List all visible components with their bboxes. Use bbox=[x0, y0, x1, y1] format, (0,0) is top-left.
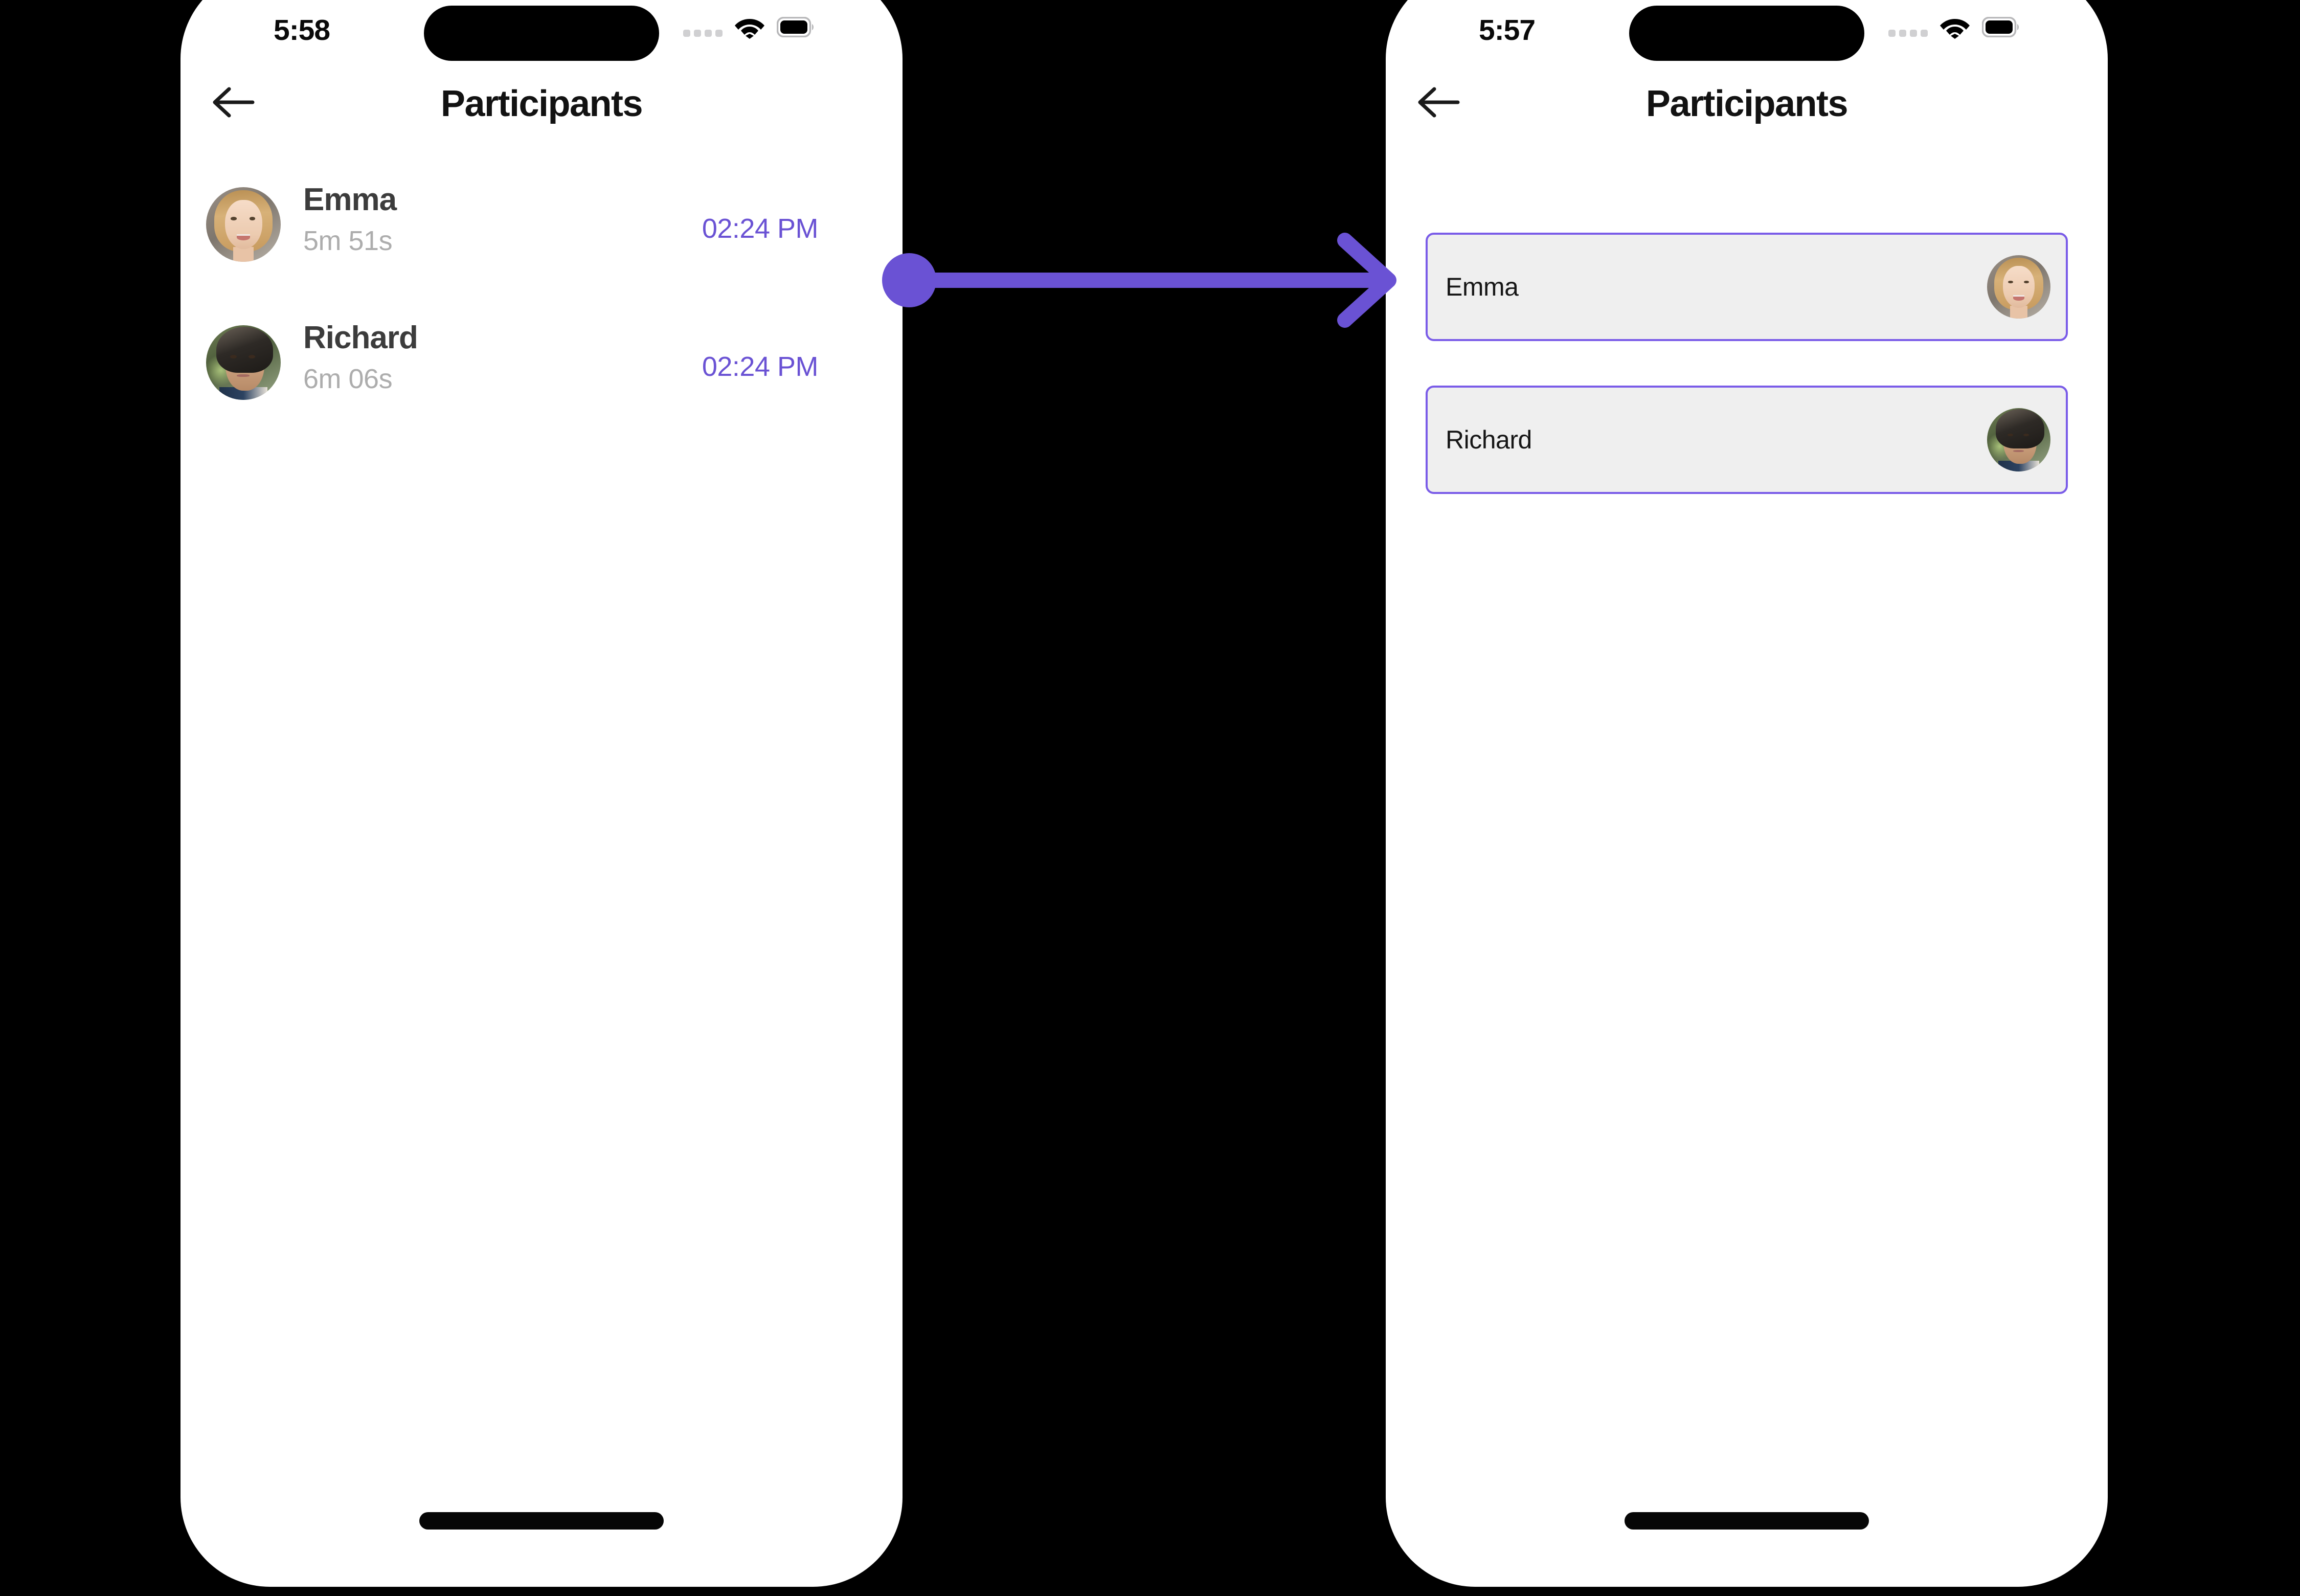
wifi-icon bbox=[1939, 15, 1971, 41]
participants-list-after: Emma Richard bbox=[1386, 233, 2108, 538]
dynamic-island bbox=[1629, 6, 1864, 61]
wifi-icon bbox=[734, 15, 765, 41]
participant-duration: 6m 06s bbox=[303, 364, 393, 395]
arrow-left-icon bbox=[211, 85, 256, 122]
emma-avatar bbox=[1987, 255, 2050, 319]
transition-arrow bbox=[882, 233, 1396, 328]
phone-frame-before: 5:58 bbox=[181, 0, 903, 1587]
participant-name: Richard bbox=[1446, 425, 1532, 454]
arrow-head bbox=[1337, 233, 1396, 328]
nav-bar-before: Participants bbox=[181, 66, 903, 136]
participants-list-before: Emma 5m 51s 02:24 PM Richard 6m 06s 02:2… bbox=[181, 169, 903, 445]
participant-timestamp: 02:24 PM bbox=[702, 351, 819, 382]
back-button[interactable] bbox=[200, 78, 266, 129]
signal-dots-icon bbox=[683, 29, 723, 37]
participant-row-emma[interactable]: Emma 5m 51s 02:24 PM bbox=[181, 169, 903, 279]
page-title: Participants bbox=[440, 83, 643, 124]
participant-meta: Emma 5m 51s bbox=[303, 181, 397, 257]
home-indicator bbox=[1625, 1512, 1869, 1530]
participant-duration: 5m 51s bbox=[303, 226, 393, 257]
participant-meta: Richard 6m 06s bbox=[303, 319, 418, 395]
signal-dots-icon bbox=[1888, 29, 1928, 37]
home-indicator bbox=[419, 1512, 664, 1530]
status-bar-after: 5:57 bbox=[1386, 0, 2108, 66]
participant-name: Emma bbox=[1446, 273, 1519, 301]
participant-name: Emma bbox=[303, 182, 397, 217]
screen-after: 5:57 bbox=[1386, 0, 2108, 1556]
richard-avatar bbox=[206, 325, 281, 400]
back-button[interactable] bbox=[1405, 78, 1472, 129]
richard-avatar bbox=[1987, 408, 2050, 471]
nav-bar-after: Participants bbox=[1386, 66, 2108, 136]
battery-icon bbox=[776, 16, 815, 40]
dynamic-island bbox=[424, 6, 659, 61]
screen-before: 5:58 bbox=[181, 0, 903, 1556]
status-bar-before: 5:58 bbox=[181, 0, 903, 66]
arrow-left-icon bbox=[1416, 85, 1461, 122]
participant-row-richard[interactable]: Richard 6m 06s 02:24 PM bbox=[181, 307, 903, 417]
participant-card-emma[interactable]: Emma bbox=[1426, 233, 2068, 341]
battery-icon bbox=[1981, 16, 2020, 40]
status-bar-clock: 5:57 bbox=[1479, 14, 1536, 47]
status-bar-indicators bbox=[1888, 15, 2020, 41]
participant-card-richard[interactable]: Richard bbox=[1426, 386, 2068, 494]
participant-timestamp: 02:24 PM bbox=[702, 213, 819, 244]
status-bar-indicators bbox=[683, 15, 815, 41]
page-title: Participants bbox=[1645, 83, 1848, 124]
participant-name: Richard bbox=[303, 320, 418, 355]
emma-avatar bbox=[206, 187, 281, 262]
status-bar-clock: 5:58 bbox=[274, 14, 330, 47]
phone-frame-after: 5:57 bbox=[1386, 0, 2108, 1587]
